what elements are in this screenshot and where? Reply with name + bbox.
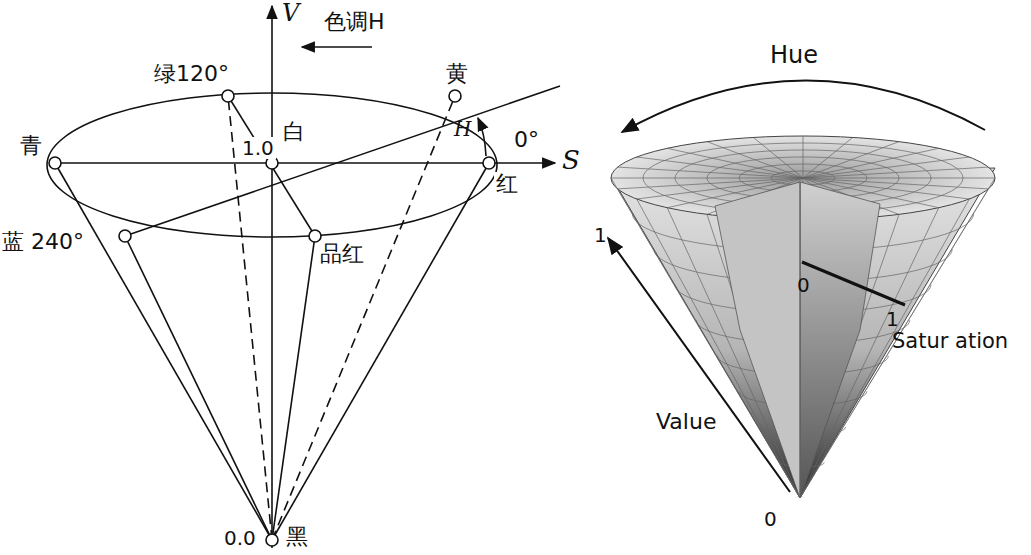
saturation-tick: 1 (886, 308, 899, 330)
axis-label: S (560, 146, 582, 175)
saturation-tick: 0 (797, 274, 810, 296)
value-tick: 0 (764, 508, 777, 530)
saturation-label: Satur ation (892, 330, 1008, 353)
hue-label: Hue (770, 42, 818, 68)
vertex-label: 青 (18, 134, 44, 158)
vertex-label: 黄 (444, 62, 470, 86)
axis-label: V (280, 0, 301, 26)
hue-label: 色调H (322, 10, 387, 34)
vertex-label: 品红 (318, 242, 366, 266)
value-label: Value (656, 410, 716, 434)
vertex-label: 红 (494, 172, 520, 196)
vertex-label: 蓝 240° (0, 230, 86, 254)
value-tick: 1 (594, 224, 607, 246)
vertex-label: 黑 (284, 525, 310, 549)
angle-label: H (454, 118, 471, 140)
value-label: 1.0 (240, 137, 276, 159)
vertex-label: 绿120° (152, 62, 231, 86)
value-label: 0.0 (222, 527, 258, 549)
vertex-label: 白 (281, 120, 307, 144)
angle-label: 0° (512, 128, 541, 152)
